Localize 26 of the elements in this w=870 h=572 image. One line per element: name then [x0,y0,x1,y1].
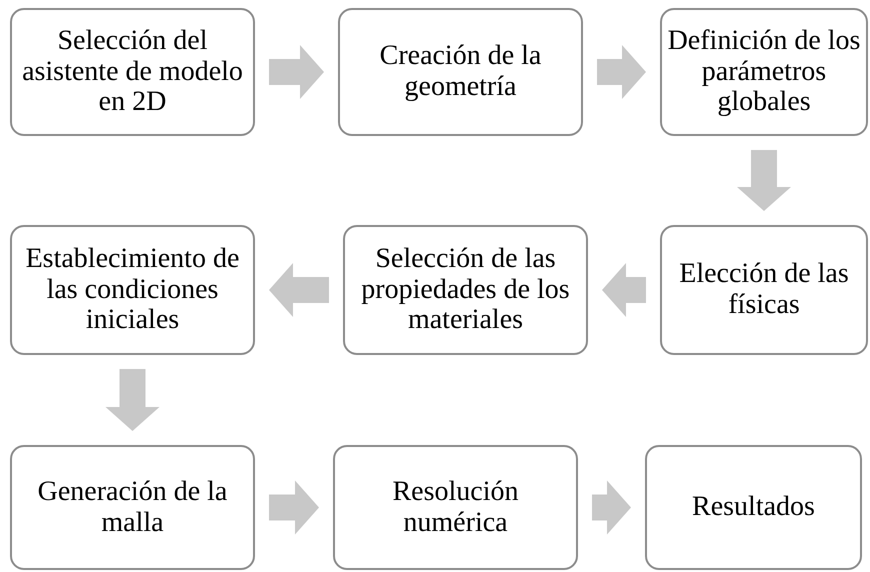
process-box [660,8,868,136]
step-label: Elección de las físicas [678,259,850,321]
block-arrow [269,45,324,99]
step-label: Selección del asistente de modelo en 2D [21,26,244,118]
step-label: Definición de los parámetros globales [666,26,862,118]
process-box [333,445,578,570]
block-arrow [602,263,646,317]
process-box [660,225,868,355]
step-label: Selección de las propiedades de los materiales [360,244,571,336]
block-arrow [269,480,319,534]
process-box [10,225,255,355]
block-arrow [597,45,646,99]
block-arrow [269,263,329,317]
block-arrow [737,150,791,211]
step-label: Generación de la malla [36,476,228,538]
step-label: Creación de la geometría [378,41,542,103]
process-box [10,8,255,136]
block-arrow [106,369,160,431]
process-box [645,445,862,570]
step-label: Resolución numérica [392,476,520,538]
process-box [343,225,588,355]
process-box [338,8,583,136]
block-arrow [592,480,631,534]
step-label: Establecimiento de las condiciones iniciales [24,244,240,336]
process-box [10,445,255,570]
step-label: Resultados [692,492,815,523]
